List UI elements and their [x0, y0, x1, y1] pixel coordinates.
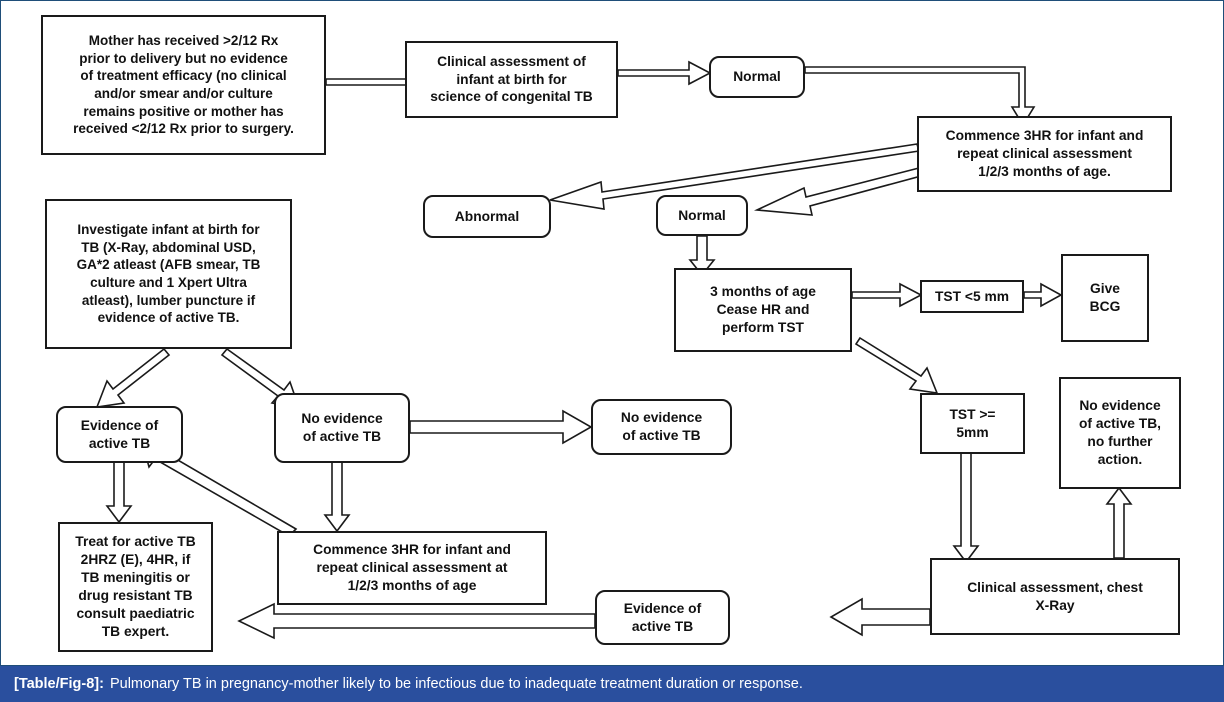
- node-text-line: TB expert.: [101, 623, 170, 639]
- node-text-line: TST >=: [949, 406, 996, 422]
- node-no-evidence-active-tb-left: No evidence of active TB: [274, 393, 410, 463]
- edge-n19-n18: [829, 597, 931, 637]
- node-commence-3hr-top: Commence 3HR for infant and repeat clini…: [917, 116, 1172, 192]
- node-text-line: Mother has received >2/12 Rx: [88, 33, 279, 49]
- node-text-line: consult paediatric: [76, 605, 195, 621]
- node-commence-3hr-bottom: Commence 3HR for infant and repeat clini…: [277, 531, 547, 605]
- node-investigate-infant: Investigate infant at birth for TB (X-Ra…: [45, 199, 292, 349]
- node-text-line: X-Ray: [1035, 597, 1075, 613]
- node-text-line: TB (X-Ray, abdominal USD,: [81, 239, 256, 255]
- node-text-line: of active TB: [302, 429, 382, 444]
- node-text-line: 2HRZ (E), 4HR, if: [80, 552, 191, 568]
- node-tst-gte-5mm: TST >= 5mm: [920, 393, 1025, 454]
- node-text-line: Evidence of: [623, 600, 702, 616]
- node-text-line: TB meningitis or: [81, 570, 190, 586]
- node-evidence-active-tb-bottom: Evidence of active TB: [595, 590, 730, 645]
- edge-n18-n16: [237, 602, 596, 640]
- node-text-line: No evidence: [301, 411, 383, 427]
- node-text-line: of active TB: [622, 428, 701, 443]
- node-text-line: atleast), lumber puncture if: [81, 292, 256, 308]
- node-text-line: Investigate infant at birth for: [77, 222, 260, 238]
- node-text-line: active TB: [631, 618, 694, 634]
- node-mother-received-rx: Mother has received >2/12 Rx prior to de…: [41, 15, 326, 155]
- node-3-months-cease-hr: 3 months of age Cease HR and perform TST: [674, 268, 852, 352]
- node-text-line: Normal: [678, 207, 726, 223]
- node-text-line: prior to delivery but no evidence: [79, 50, 288, 66]
- node-give-bcg: Give BCG: [1061, 254, 1149, 342]
- flow-connectors: [95, 60, 1133, 640]
- node-no-evidence-active-tb-mid: No evidence of active TB: [591, 399, 732, 455]
- node-text-line: science of congenital TB: [430, 89, 593, 105]
- node-text-line: 5mm: [956, 424, 989, 440]
- node-text-line: Commence 3HR for infant and: [313, 542, 511, 558]
- node-text-line: infant at birth for: [456, 71, 567, 87]
- node-text-line: no further: [1087, 434, 1153, 449]
- node-text-line: Treat for active TB: [75, 534, 196, 550]
- node-text-line: 1/2/3 months of age: [347, 577, 477, 593]
- edge-n8-n14: [854, 336, 939, 394]
- node-abnormal: Abnormal: [423, 195, 551, 238]
- node-text-line: culture and 1 Xpert Ultra: [90, 275, 247, 290]
- node-text-line: and/or smear and/or culture: [94, 86, 273, 101]
- node-normal-followup: Normal: [656, 195, 748, 236]
- edge-n12-n17: [323, 461, 351, 533]
- node-text-line: 3 months of age: [710, 284, 816, 300]
- node-text-line: repeat clinical assessment at: [316, 560, 508, 576]
- edge-n7-n11: [95, 347, 171, 408]
- node-text-line: evidence of active TB.: [97, 310, 240, 326]
- node-text-line: No evidence: [1079, 398, 1161, 414]
- edge-n6-n8: [688, 235, 716, 277]
- node-text-line: Give: [1090, 281, 1120, 297]
- node-treat-active-tb: Treat for active TB 2HRZ (E), 4HR, if TB…: [58, 522, 213, 652]
- node-clinical-assessment-birth: Clinical assessment of infant at birth f…: [405, 41, 618, 118]
- edge-n4-n5: [549, 143, 921, 210]
- node-text-line: Commence 3HR for infant and: [945, 128, 1144, 144]
- node-text-line: action.: [1097, 451, 1143, 467]
- node-text-line: Cease HR and: [716, 302, 810, 318]
- figure-caption: [Table/Fig-8]: Pulmonary TB in pregnancy…: [0, 666, 1224, 702]
- edge-n11-n16: [105, 461, 133, 524]
- node-no-evidence-no-further-action: No evidence of active TB, no further act…: [1059, 377, 1181, 489]
- edge-n2-n3: [617, 60, 712, 86]
- node-text-line: Clinical assessment, chest: [967, 579, 1143, 595]
- node-text-line: GA*2 atleast (AFB smear, TB: [76, 257, 261, 273]
- edge-n4-n6: [753, 167, 922, 216]
- node-clinical-assessment-chest-xray: Clinical assessment, chest X-Ray: [930, 558, 1180, 635]
- node-text-line: active TB: [88, 435, 151, 451]
- node-text-line: TST <5 mm: [935, 288, 1009, 304]
- node-text-line: BCG: [1089, 299, 1121, 314]
- figure-caption-label: [Table/Fig-8]:: [14, 676, 104, 692]
- node-text-line: 1/2/3 months of age.: [978, 163, 1111, 179]
- edge-n9-n10: [1023, 282, 1063, 308]
- node-text-line: remains positive or mother has: [83, 103, 284, 119]
- node-text-line: Evidence of: [80, 417, 159, 433]
- node-text-line: repeat clinical assessment: [957, 146, 1132, 162]
- node-text-line: Normal: [733, 69, 781, 85]
- node-text-line: No evidence: [620, 410, 703, 426]
- edge-n8-n9: [851, 282, 923, 308]
- node-text-line: of active TB,: [1078, 416, 1162, 432]
- node-normal-birth: Normal: [709, 56, 805, 98]
- node-evidence-active-tb-left: Evidence of active TB: [56, 406, 183, 463]
- node-text-line: drug resistant TB: [78, 588, 193, 603]
- node-text-line: Abnormal: [454, 208, 520, 224]
- node-text-line: Clinical assessment of: [437, 53, 586, 69]
- node-text-line: received <2/12 Rx prior to surgery.: [73, 121, 294, 137]
- diagram-frame: Mother has received >2/12 Rx prior to de…: [0, 0, 1224, 666]
- figure-caption-text: Pulmonary TB in pregnancy-mother likely …: [109, 676, 803, 692]
- edge-n14-n19: [952, 452, 980, 564]
- node-text-line: perform TST: [721, 319, 804, 335]
- edge-n19-n15: [1105, 486, 1133, 559]
- edge-n12-n13: [409, 409, 593, 445]
- node-text-line: of treatment efficacy (no clinical: [80, 68, 287, 84]
- node-tst-less-than-5mm: TST <5 mm: [920, 280, 1024, 313]
